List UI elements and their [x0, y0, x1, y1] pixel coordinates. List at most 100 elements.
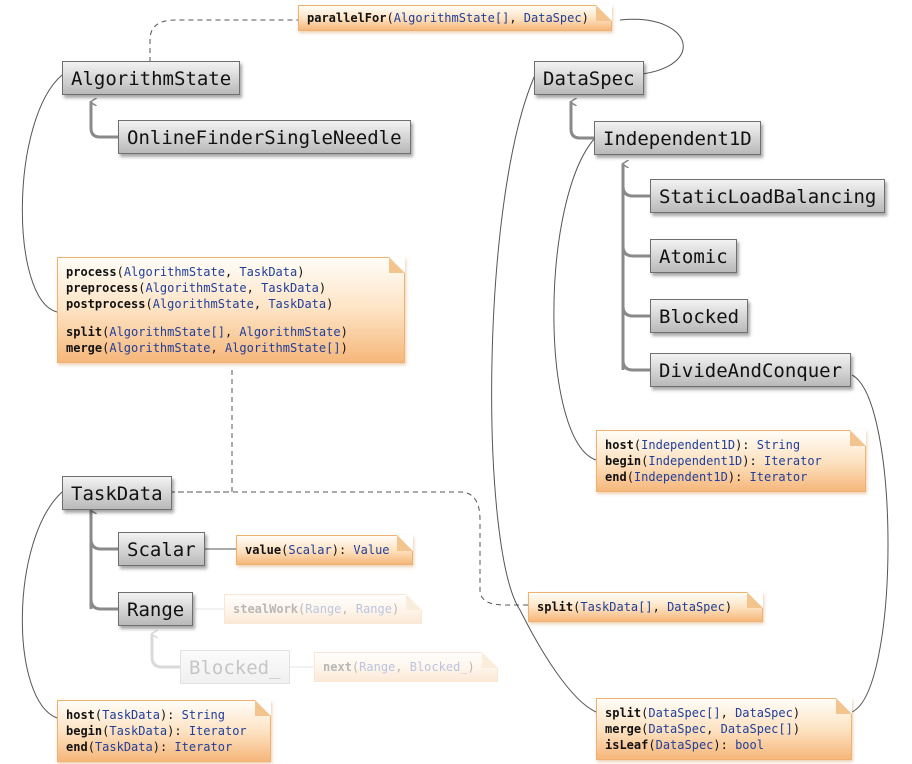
method-name: split — [66, 325, 103, 339]
method-name: host — [66, 708, 95, 722]
arg-type: TaskData — [102, 708, 160, 722]
arg-type: AlgorithmState[] — [224, 341, 341, 355]
link-note-taskdata — [170, 370, 233, 493]
paren-open: ( — [102, 724, 110, 738]
method-name: isLeaf — [605, 738, 649, 752]
paren-open: ( — [626, 470, 634, 484]
method-name: value — [245, 543, 282, 557]
class-divide-and-conquer: DivideAndConquer — [650, 353, 852, 387]
arg-type: DataSpec — [655, 738, 714, 752]
paren-close: ): — [742, 454, 764, 468]
method-name: host — [605, 438, 634, 452]
class-atomic: Atomic — [650, 239, 737, 273]
arg-type: TaskData — [268, 297, 327, 311]
note-scalar-value: value(Scalar): Value — [236, 535, 413, 565]
method-signature: host(TaskData): String — [66, 707, 260, 723]
paren-open: ( — [386, 11, 394, 25]
class-task-data: TaskData — [62, 476, 172, 510]
arg-type: DataSpec — [667, 600, 725, 614]
method-signature: begin(TaskData): Iterator — [66, 723, 260, 739]
method-name: split — [537, 600, 574, 614]
method-signature: postprocess(AlgorithmState, TaskData) — [66, 297, 334, 311]
arg-type: AlgorithmState[] — [109, 325, 225, 339]
method-name: stealWork — [233, 602, 299, 616]
arg-type: Blocked_ — [409, 660, 468, 674]
note-steal-work: stealWork(Range, Range) — [224, 594, 423, 624]
inherit-online-algstate — [91, 102, 118, 139]
return-type: String — [181, 708, 225, 722]
arg-type: TaskData — [109, 724, 168, 738]
note-algorithm-state-methods: process(AlgorithmState, TaskData) preproc… — [57, 257, 405, 363]
return-type: Value — [353, 543, 390, 557]
paren-open: ( — [138, 281, 146, 295]
note-dataspec-methods: split(DataSpec[], DataSpec)merge(DataSpe… — [596, 698, 852, 760]
method-name: preprocess — [66, 281, 139, 295]
method-name: parallelFor — [307, 11, 387, 25]
arg-type: Scalar — [288, 543, 332, 557]
arg-type: DataSpec[] — [648, 706, 721, 720]
arg-type: TaskData — [239, 265, 298, 279]
arg-type: Range — [359, 660, 396, 674]
return-type: bool — [735, 738, 764, 752]
arg-type: AlgorithmState — [145, 281, 247, 295]
paren-close: ) — [340, 325, 348, 339]
arg-type: AlgorithmState — [123, 265, 225, 279]
method-signature: process(AlgorithmState, TaskData) — [66, 265, 305, 279]
paren-open: ( — [102, 325, 110, 339]
method-name: postprocess — [66, 297, 146, 311]
paren-close: ): — [159, 708, 182, 722]
arg-type: AlgorithmState[] — [393, 11, 510, 25]
arg-type: DataSpec[] — [720, 722, 793, 736]
class-blocked: Blocked — [650, 299, 749, 333]
arg-type: Independent1D — [641, 438, 736, 452]
arg-type: Independent1D — [648, 454, 743, 468]
method-signature: merge(AlgorithmState, AlgorithmState[]) — [66, 341, 348, 355]
method-signature: host(Independent1D): String — [605, 437, 855, 453]
method-signature: split(TaskData[], DataSpec) — [537, 600, 733, 614]
paren-open: ( — [573, 600, 581, 614]
return-type: Iterator — [763, 454, 822, 468]
paren-close: ) — [581, 11, 589, 25]
paren-close: ) — [467, 660, 475, 674]
method-signature: stealWork(Range, Range) — [233, 602, 400, 616]
class-online-finder-single-needle: OnlineFinderSingleNeedle — [118, 120, 411, 154]
note-split-taskdata: split(TaskData[], DataSpec) — [528, 592, 764, 622]
return-type: String — [756, 438, 801, 452]
class-independent-1d: Independent1D — [594, 121, 761, 155]
paren-open: ( — [633, 438, 642, 452]
method-name: split — [605, 706, 642, 720]
paren-open: ( — [94, 708, 103, 722]
class-scalar: Scalar — [118, 532, 205, 566]
paren-close: ) — [724, 600, 733, 614]
paren-open: ( — [87, 740, 95, 754]
paren-open: ( — [102, 341, 110, 355]
return-type: Iterator — [188, 724, 247, 738]
arg-type: TaskData — [261, 281, 319, 295]
method-signature: end(TaskData): Iterator — [66, 739, 260, 755]
method-signature: value(Scalar): Value — [245, 542, 390, 558]
note-parallel-for: parallelFor(AlgorithmState[], DataSpec) — [298, 5, 612, 31]
paren-open: ( — [351, 660, 360, 674]
paren-open: ( — [641, 454, 649, 468]
arg-type: Independent1D — [633, 470, 728, 484]
paren-close: ) — [326, 297, 334, 311]
paren-open: ( — [641, 722, 649, 736]
paren-close: ) — [792, 722, 801, 736]
paren-close: ) — [391, 602, 400, 616]
paren-close: ): — [331, 543, 354, 557]
method-signature: next(Range, Blocked_) — [323, 660, 475, 674]
class-data-spec: DataSpec — [534, 61, 644, 95]
class-blocked-underscore: Blocked_ — [180, 650, 290, 684]
note-gap — [66, 312, 394, 324]
method-name: begin — [66, 724, 103, 738]
arg-type: TaskData — [94, 740, 153, 754]
paren-close: ) — [318, 281, 327, 295]
paren-open: ( — [641, 706, 649, 720]
inherit-independent-dataspec — [571, 102, 594, 140]
method-signature: split(DataSpec[], DataSpec) — [605, 706, 801, 720]
arg-type: Range — [305, 602, 342, 616]
arg-type: Range — [355, 602, 392, 616]
method-signature: preprocess(AlgorithmState, TaskData) — [66, 281, 327, 295]
paren-open: ( — [298, 602, 306, 616]
